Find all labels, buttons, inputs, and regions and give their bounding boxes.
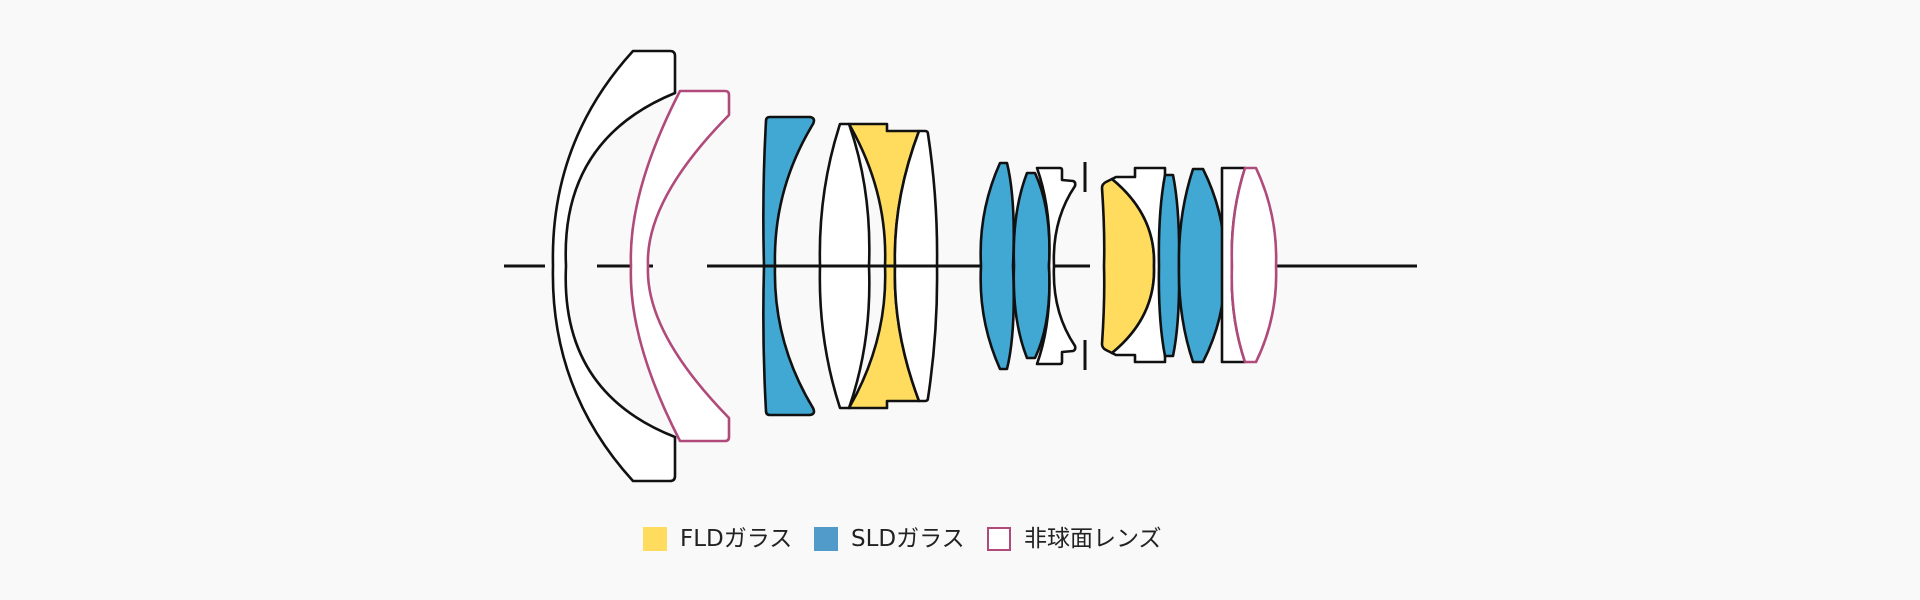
legend-label: FLDガラス — [680, 526, 793, 552]
legend-label: SLDガラス — [851, 526, 965, 552]
legend-item-fld: FLDガラス — [643, 524, 792, 554]
lens-element-8-sld — [1012, 171, 1051, 360]
lens-element-12-sld — [1157, 173, 1181, 358]
lens-element-1 — [551, 49, 677, 483]
legend-label: 非球面レンズ — [1024, 526, 1162, 552]
legend: FLDガラス SLDガラス 非球面レンズ — [0, 524, 1920, 554]
legend-item-aspherical: 非球面レンズ — [987, 524, 1162, 554]
aspherical-swatch-icon — [987, 527, 1011, 551]
lens-element-13-sld — [1177, 167, 1227, 364]
lens-element-11 — [1110, 166, 1167, 364]
lens-element-15-aspherical — [1230, 166, 1278, 364]
lens-element-3-sld — [762, 115, 816, 417]
legend-item-sld: SLDガラス — [814, 524, 965, 554]
lens-element-9 — [1035, 166, 1077, 366]
lens-element-2-aspherical — [629, 89, 731, 443]
fld-swatch-icon — [643, 527, 667, 551]
sld-swatch-icon — [814, 527, 838, 551]
lens-element-7-sld — [979, 161, 1016, 371]
